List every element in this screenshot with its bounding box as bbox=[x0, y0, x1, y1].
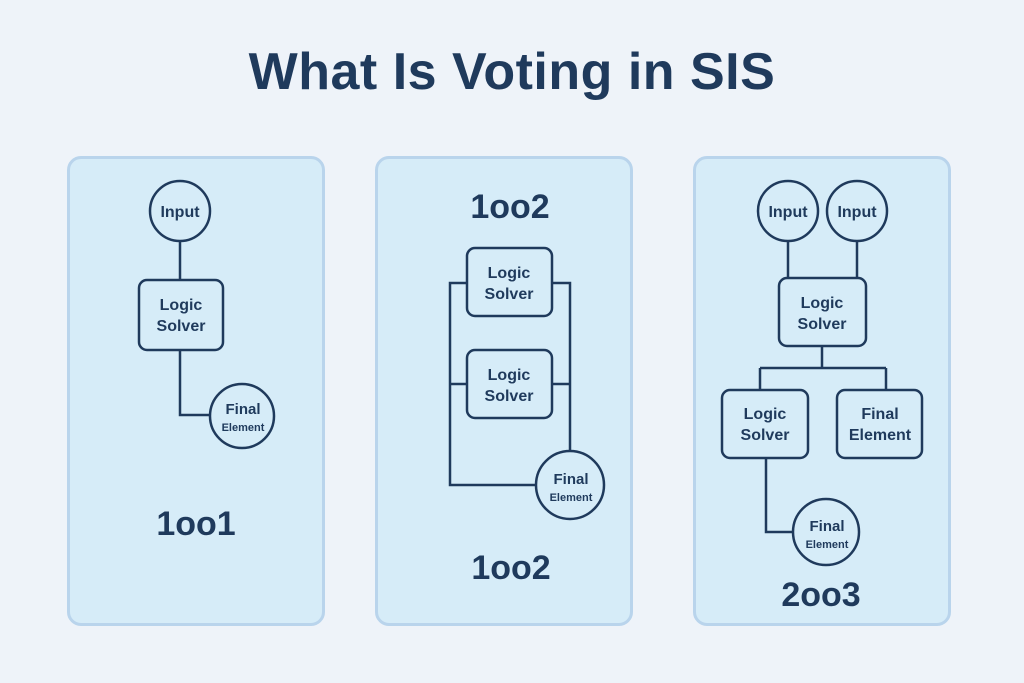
element-label: Element bbox=[849, 427, 912, 444]
logic-solver-box bbox=[720, 388, 810, 460]
diagram-1oo1: Input Logic Solver Final Element 1oo1 bbox=[137, 179, 276, 543]
wire bbox=[552, 281, 572, 451]
element-label: Element bbox=[550, 492, 593, 504]
final-label: Final bbox=[553, 471, 588, 488]
solver-label: Solver bbox=[798, 316, 847, 333]
final-label: Final bbox=[861, 406, 898, 423]
element-label: Element bbox=[806, 539, 849, 551]
input-label: Input bbox=[160, 204, 200, 221]
final-element-circle bbox=[791, 497, 861, 567]
logic-solver-node: Logic Solver bbox=[465, 348, 554, 420]
input-circle bbox=[756, 179, 820, 243]
architecture-label-1oo1: 1oo1 bbox=[156, 505, 235, 543]
architecture-label-1oo2: 1oo2 bbox=[471, 549, 550, 587]
logic-label: Logic bbox=[488, 265, 531, 282]
logic-solver-box bbox=[465, 246, 554, 318]
diagram-1oo2: 1oo2 Logic Solver Logic Solver Final Ele… bbox=[448, 188, 606, 587]
final-element-circle bbox=[208, 382, 276, 450]
diagram-2oo3: Input Input Logic Solver Logic Solver Fi… bbox=[720, 179, 924, 614]
input-node: Input bbox=[756, 179, 820, 243]
final-element-node: Final Element bbox=[534, 449, 606, 521]
final-element-box-node: Final Element bbox=[835, 388, 924, 460]
solver-label: Solver bbox=[741, 427, 790, 444]
input-label: Input bbox=[768, 204, 808, 221]
solver-label: Solver bbox=[485, 388, 534, 405]
element-label: Element bbox=[222, 422, 265, 434]
logic-label: Logic bbox=[160, 297, 203, 314]
final-label: Final bbox=[225, 401, 260, 418]
final-label: Final bbox=[809, 518, 844, 535]
final-element-circle bbox=[534, 449, 606, 521]
final-element-box bbox=[835, 388, 924, 460]
input-circle bbox=[148, 179, 212, 243]
final-element-node: Final Element bbox=[791, 497, 861, 567]
final-element-node: Final Element bbox=[208, 382, 276, 450]
logic-solver-node: Logic Solver bbox=[137, 278, 225, 352]
page-title: What Is Voting in SIS bbox=[248, 43, 776, 101]
logic-solver-node: Logic Solver bbox=[777, 276, 868, 348]
input-node: Input bbox=[148, 179, 212, 243]
logic-label: Logic bbox=[801, 295, 844, 312]
wire bbox=[764, 458, 793, 534]
input-node: Input bbox=[825, 179, 889, 243]
wire bbox=[178, 350, 211, 417]
logic-solver-box bbox=[137, 278, 225, 352]
logic-solver-box bbox=[465, 348, 554, 420]
logic-label: Logic bbox=[488, 367, 531, 384]
solver-label: Solver bbox=[157, 318, 206, 335]
logic-label: Logic bbox=[744, 406, 787, 423]
logic-solver-node: Logic Solver bbox=[720, 388, 810, 460]
logic-solver-node: Logic Solver bbox=[465, 246, 554, 318]
solver-label: Solver bbox=[485, 286, 534, 303]
logic-solver-box bbox=[777, 276, 868, 348]
input-circle bbox=[825, 179, 889, 243]
architecture-header-1oo2: 1oo2 bbox=[470, 188, 549, 226]
input-label: Input bbox=[837, 204, 877, 221]
architecture-label-2oo3: 2oo3 bbox=[781, 576, 860, 614]
